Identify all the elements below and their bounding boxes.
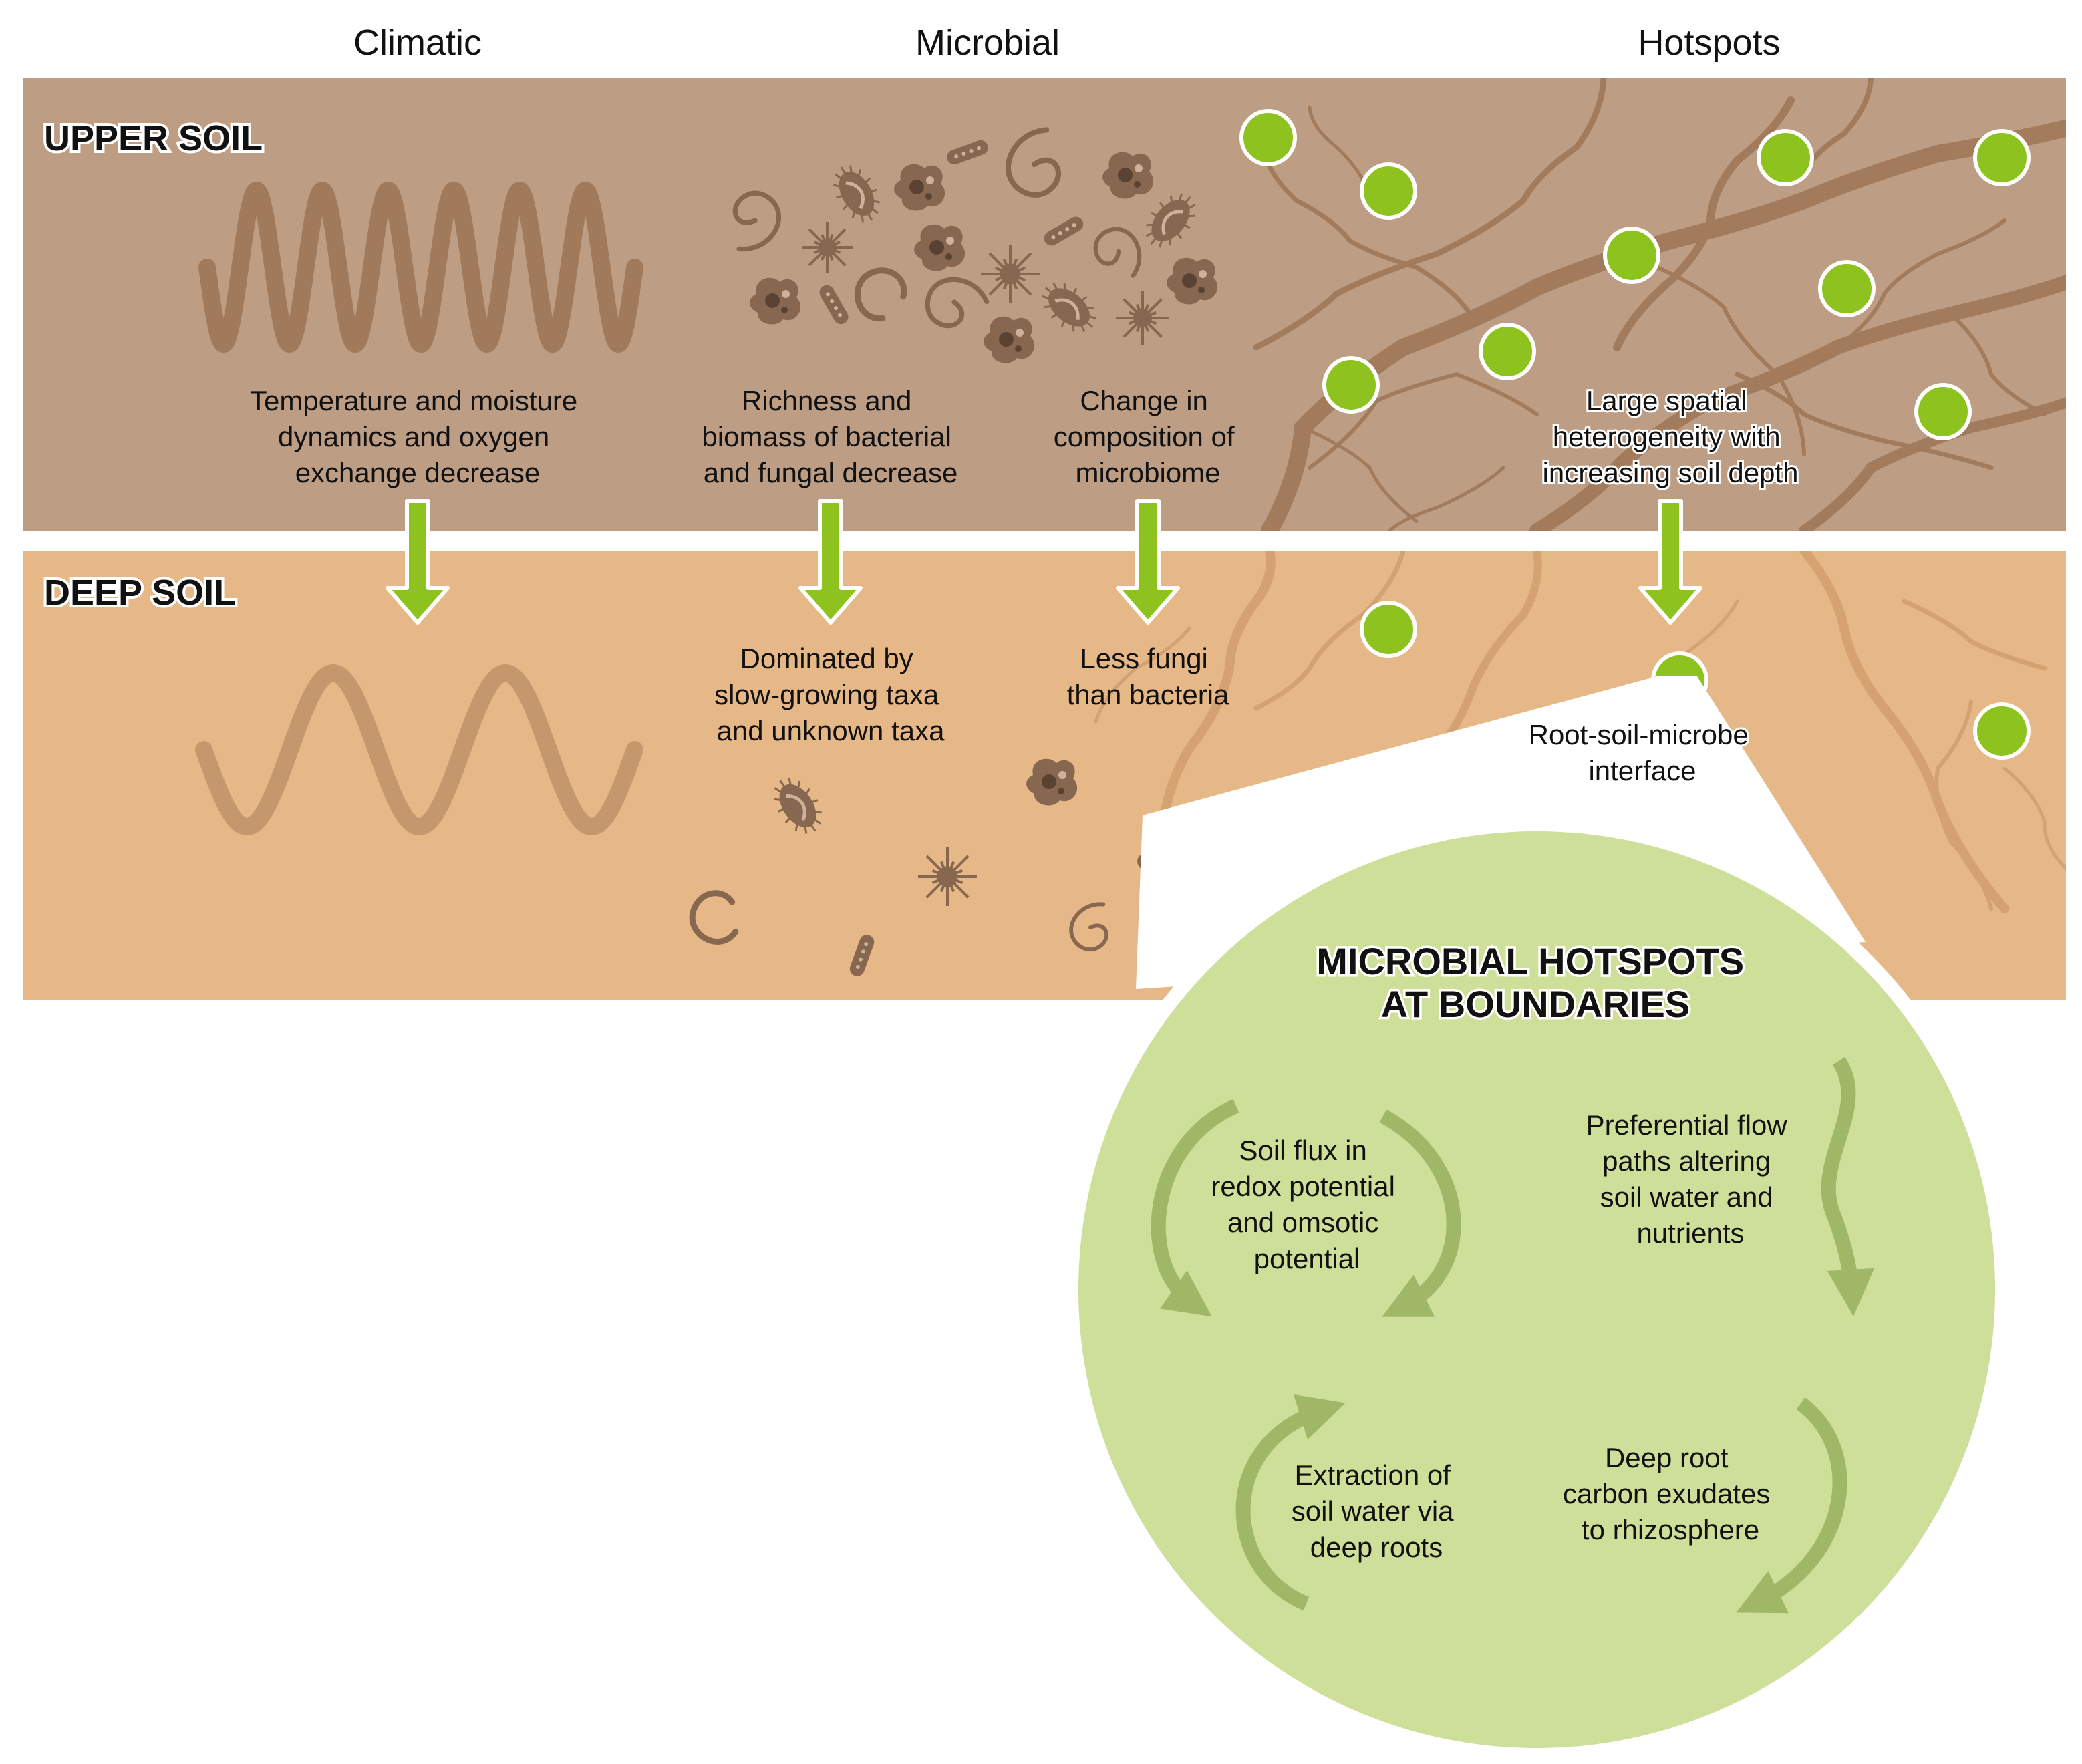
hook-microbe-icon <box>854 267 907 321</box>
curved-arrow-icon <box>1821 1056 1875 1317</box>
text-less-fungi: Less fungi than bacteria <box>1067 643 1229 710</box>
down-arrow-icon <box>798 499 863 625</box>
root-strand <box>1934 700 1993 911</box>
root-strand <box>1835 218 2006 349</box>
hotspot-dot-icon <box>1973 702 2031 760</box>
text-spatial-heterogeneity: Large spatial heterogeneity with increas… <box>1543 385 1799 488</box>
star-microbe-icon <box>802 222 853 273</box>
root-strand <box>1253 78 1607 351</box>
star-microbe-icon <box>981 245 1040 303</box>
text-slow-growing-taxa: Dominated by slow-growing taxa and unkno… <box>714 643 947 746</box>
root-strand <box>1655 265 1806 456</box>
down-arrow-icon <box>1638 499 1702 625</box>
hook-microbe-icon <box>689 890 739 945</box>
curved-arrow-icon <box>1151 1098 1461 1317</box>
amoeba-microbe-icon <box>1167 257 1218 305</box>
spiral-microbe-icon <box>1093 227 1142 278</box>
star-microbe-icon <box>918 847 977 906</box>
ciliate-microbe-icon <box>833 165 881 223</box>
root-strand <box>1902 599 2047 671</box>
hotspot-dot-icon <box>1360 162 1417 220</box>
root-strand <box>1301 426 1419 523</box>
text-preferential-flow: Preferential flow paths altering soil wa… <box>1586 1109 1795 1249</box>
hotspot-dot-icon <box>1603 227 1660 284</box>
rod-bacteria-icon <box>1044 216 1084 246</box>
rod-bacteria-icon <box>947 140 988 165</box>
root-strand <box>1253 551 1406 711</box>
hotspot-dot-icon <box>1914 383 1972 440</box>
rod-bacteria-icon <box>819 285 849 325</box>
text-extraction-soil-water: Extraction of soil water via deep roots <box>1292 1459 1461 1563</box>
root-strand <box>1529 275 2066 531</box>
hotspot-dot-icon <box>1322 356 1380 414</box>
hotspot-dot-icon <box>1973 129 2031 186</box>
root-strand <box>1260 144 1473 317</box>
root-strand <box>1735 372 1994 470</box>
star-microbe-icon <box>1116 291 1169 345</box>
ciliate-microbe-icon <box>1042 282 1096 333</box>
root-strand <box>1799 551 2009 913</box>
ciliate-microbe-icon <box>774 778 822 834</box>
spiral-microbe-icon <box>732 190 782 252</box>
amoeba-microbe-icon <box>1026 758 1078 806</box>
amoeba-microbe-icon <box>894 164 945 211</box>
curved-arrow-icon <box>1235 1394 1847 1614</box>
ciliate-microbe-icon <box>1145 193 1196 248</box>
amoeba-microbe-icon <box>1102 152 1154 199</box>
sparse-wave-icon <box>195 664 643 836</box>
column-heading-hotspots: Hotspots <box>1638 23 1780 63</box>
column-heading-climatic: Climatic <box>353 23 482 63</box>
root-strand <box>2002 766 2066 871</box>
text-microbial-biomass: Richness and biomass of bacterial and fu… <box>702 385 959 488</box>
hotspot-dots <box>1239 109 2031 760</box>
text-microbiome-composition: Change in composition of microbiome <box>1054 385 1242 488</box>
hotspot-dot-icon <box>1360 601 1417 658</box>
root-strand <box>1158 551 1276 840</box>
text-soil-flux: Soil flux in redox potential and omsotic… <box>1211 1135 1402 1274</box>
rod-bacteria-icon <box>849 935 875 976</box>
hotspot-dot-icon <box>1757 129 1814 186</box>
hotspot-zoom-circle-fill <box>1078 831 1995 1748</box>
down-arrow-icon <box>1116 499 1180 625</box>
root-strand <box>1388 466 1505 531</box>
down-arrow-icon <box>386 499 450 625</box>
hotspot-dot-icon <box>1818 260 1876 317</box>
spiral-microbe-icon <box>925 277 990 329</box>
spiral-microbe-icon <box>1069 902 1109 952</box>
amoeba-microbe-icon <box>914 224 965 271</box>
root-strand <box>1613 96 1795 351</box>
hotspot-dot-icon <box>1239 109 1297 166</box>
amoeba-microbe-icon <box>750 277 801 325</box>
root-strand <box>1094 626 1191 724</box>
root-strand <box>1949 312 2047 416</box>
layer-label-upper-soil: UPPER SOIL <box>44 118 263 158</box>
dense-wave-icon <box>198 181 643 353</box>
hotspot-dot-icon <box>1479 323 1536 380</box>
root-strand <box>1308 372 1539 470</box>
amoeba-microbe-icon <box>984 316 1035 363</box>
text-climatic-decrease: Temperature and moisture dynamics and ox… <box>250 385 585 488</box>
layer-label-deep-soil: DEEP SOIL <box>44 573 236 613</box>
column-heading-microbial: Microbial <box>915 23 1060 63</box>
hotspot-circle-title: MICROBIAL HOTSPOTS AT BOUNDARIES <box>1316 940 1754 1025</box>
magnifier-line-left <box>1355 683 1652 831</box>
text-carbon-exudates: Deep root carbon exudates to rhizosphere <box>1563 1442 1778 1546</box>
text-root-soil-microbe-interface: Root-soil-microbe interface <box>1529 719 1757 786</box>
spiral-microbe-icon <box>1005 127 1061 198</box>
